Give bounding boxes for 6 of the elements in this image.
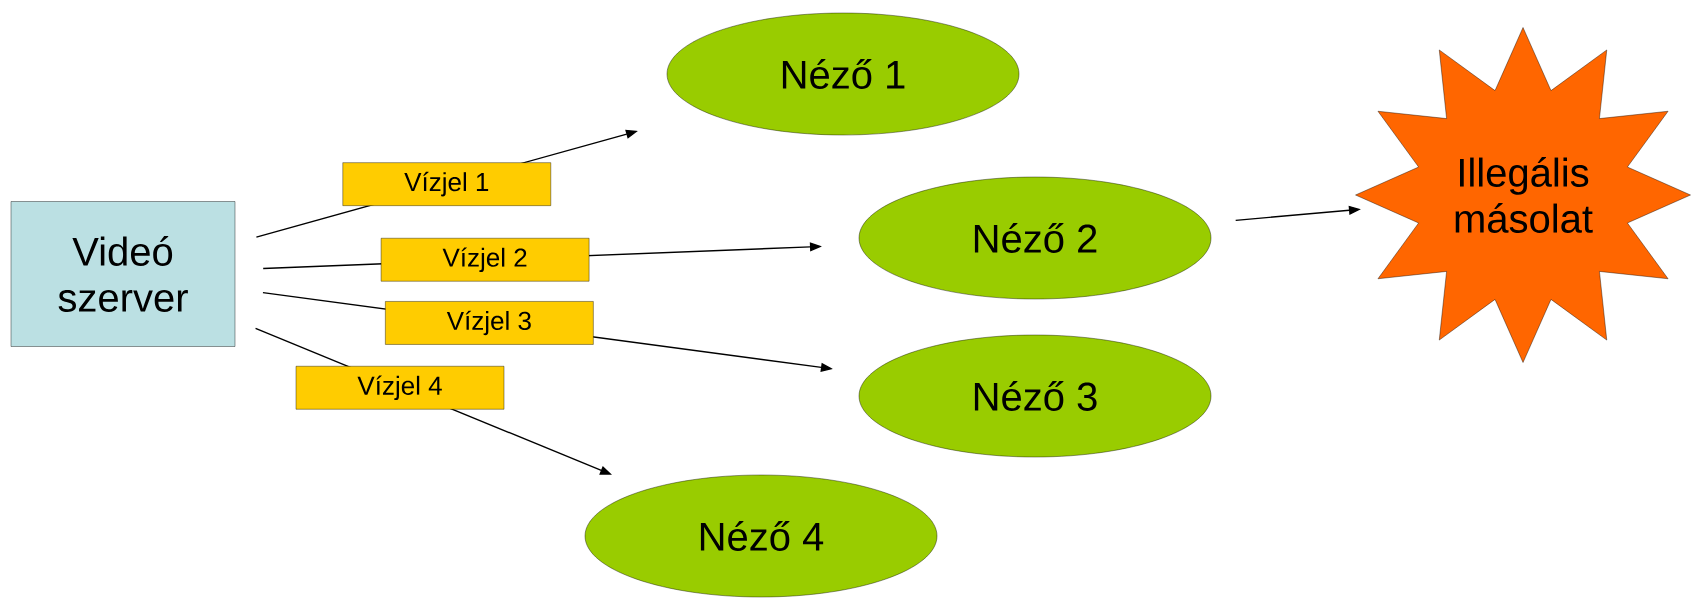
star-burst: Illegális másolat <box>1355 27 1691 363</box>
edge-label: Vízjel 3 <box>385 301 594 345</box>
server-box: Videó szerver <box>10 201 236 347</box>
edge-label: Vízjel 1 <box>342 162 551 206</box>
edge-label: Vízjel 2 <box>380 238 590 282</box>
edge-label: Vízjel 4 <box>295 366 505 410</box>
